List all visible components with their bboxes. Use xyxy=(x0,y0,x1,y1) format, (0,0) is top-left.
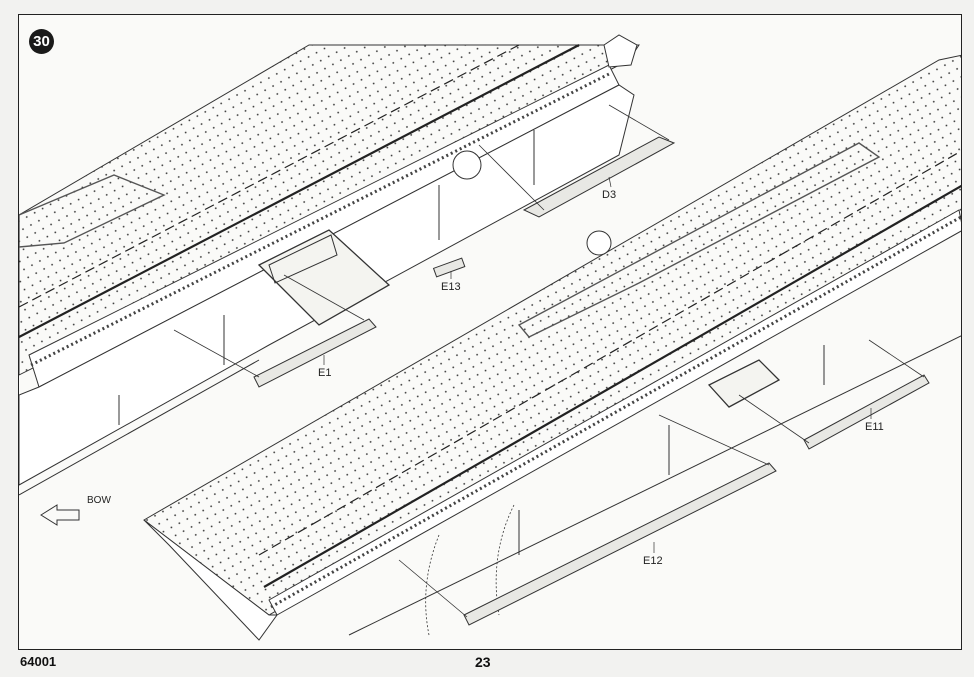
label-bow: BOW xyxy=(87,495,111,506)
kit-number: 64001 xyxy=(20,654,57,669)
bow-arrow-icon xyxy=(40,504,80,526)
label-e1: E1 xyxy=(318,367,332,379)
lower-elevator-outline xyxy=(517,142,881,338)
upper-centerline xyxy=(19,44,520,308)
label-e13: E13 xyxy=(441,281,461,293)
lower-centerline xyxy=(258,150,961,556)
part-d3 xyxy=(522,136,676,218)
assembly-drawing xyxy=(19,34,961,641)
page-number: 23 xyxy=(475,654,491,670)
upper-elevator-outline xyxy=(19,174,166,248)
step-number-badge: 30 xyxy=(29,29,54,54)
instruction-frame: 30 D3 E13 E1 E11 E12 BOW xyxy=(18,14,962,650)
part-e13 xyxy=(432,257,466,278)
upper-rail xyxy=(19,44,580,338)
label-e12: E12 xyxy=(643,555,663,567)
lower-hull xyxy=(143,54,961,641)
label-e11: E11 xyxy=(865,421,884,433)
part-e11 xyxy=(803,374,930,450)
part-e1 xyxy=(253,318,377,388)
lower-rail xyxy=(263,184,961,588)
lower-hull-side xyxy=(143,519,278,641)
part-e12 xyxy=(463,462,777,626)
upper-hull xyxy=(19,34,640,496)
label-d3: D3 xyxy=(602,189,617,201)
